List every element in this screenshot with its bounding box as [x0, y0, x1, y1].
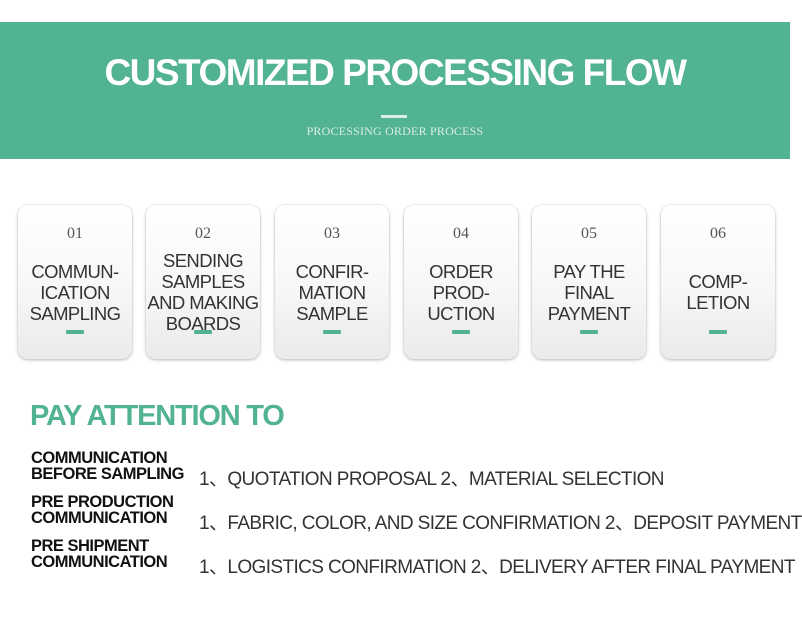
title-divider	[381, 115, 407, 118]
attention-heading: PAY ATTENTION TO	[30, 400, 285, 432]
step-label: PAY THE FINAL PAYMENT	[547, 260, 631, 324]
step-accent-bar	[709, 330, 727, 334]
header-banner: CUSTOMIZED PROCESSING FLOW PROCESSING OR…	[0, 22, 790, 159]
step-number: 06	[710, 225, 726, 242]
step-accent-bar	[452, 330, 470, 334]
step-number: 04	[453, 225, 469, 242]
step-accent-bar	[323, 330, 341, 334]
step-card-1: 01 COMMUN- ICATION SAMPLING	[18, 205, 132, 359]
step-accent-bar	[580, 330, 598, 334]
step-label: COMP- LETION	[686, 271, 750, 313]
step-number: 02	[195, 225, 211, 242]
note-label-pre-shipment: PRE SHIPMENT COMMUNICATION	[31, 537, 168, 571]
process-steps: 01 COMMUN- ICATION SAMPLING 02 SENDING S…	[0, 205, 790, 365]
step-card-5: 05 PAY THE FINAL PAYMENT	[532, 205, 646, 359]
step-accent-bar	[66, 330, 84, 334]
step-card-4: 04 ORDER PROD- UCTION	[404, 205, 518, 359]
note-text-pre-production: 1、FABRIC, COLOR, AND SIZE CONFIRMATION 2…	[199, 513, 802, 534]
step-card-2: 02 SENDING SAMPLES AND MAKING BOARDS	[146, 205, 260, 359]
step-label: CONFIR- MATION SAMPLE	[295, 260, 369, 324]
note-text-before-sampling: 1、QUOTATION PROPOSAL 2、MATERIAL SELECTIO…	[199, 469, 665, 490]
step-label: SENDING SAMPLES AND MAKING BOARDS	[147, 250, 259, 334]
step-card-6: 06 COMP- LETION	[661, 205, 775, 359]
step-number: 05	[581, 225, 597, 242]
step-label: ORDER PROD- UCTION	[427, 260, 495, 324]
note-text-pre-shipment: 1、LOGISTICS CONFIRMATION 2、DELIVERY AFTE…	[199, 557, 795, 578]
step-number: 03	[324, 225, 340, 242]
note-label-pre-production: PRE PRODUCTION COMMUNICATION	[31, 493, 174, 527]
page-title: CUSTOMIZED PROCESSING FLOW	[104, 52, 687, 93]
step-number: 01	[67, 225, 83, 242]
step-card-3: 03 CONFIR- MATION SAMPLE	[275, 205, 389, 359]
step-label: COMMUN- ICATION SAMPLING	[29, 260, 121, 324]
note-label-before-sampling: COMMUNICATION BEFORE SAMPLING	[31, 449, 184, 483]
step-accent-bar	[194, 330, 212, 334]
page-subtitle: PROCESSING ORDER PROCESS	[306, 124, 484, 138]
